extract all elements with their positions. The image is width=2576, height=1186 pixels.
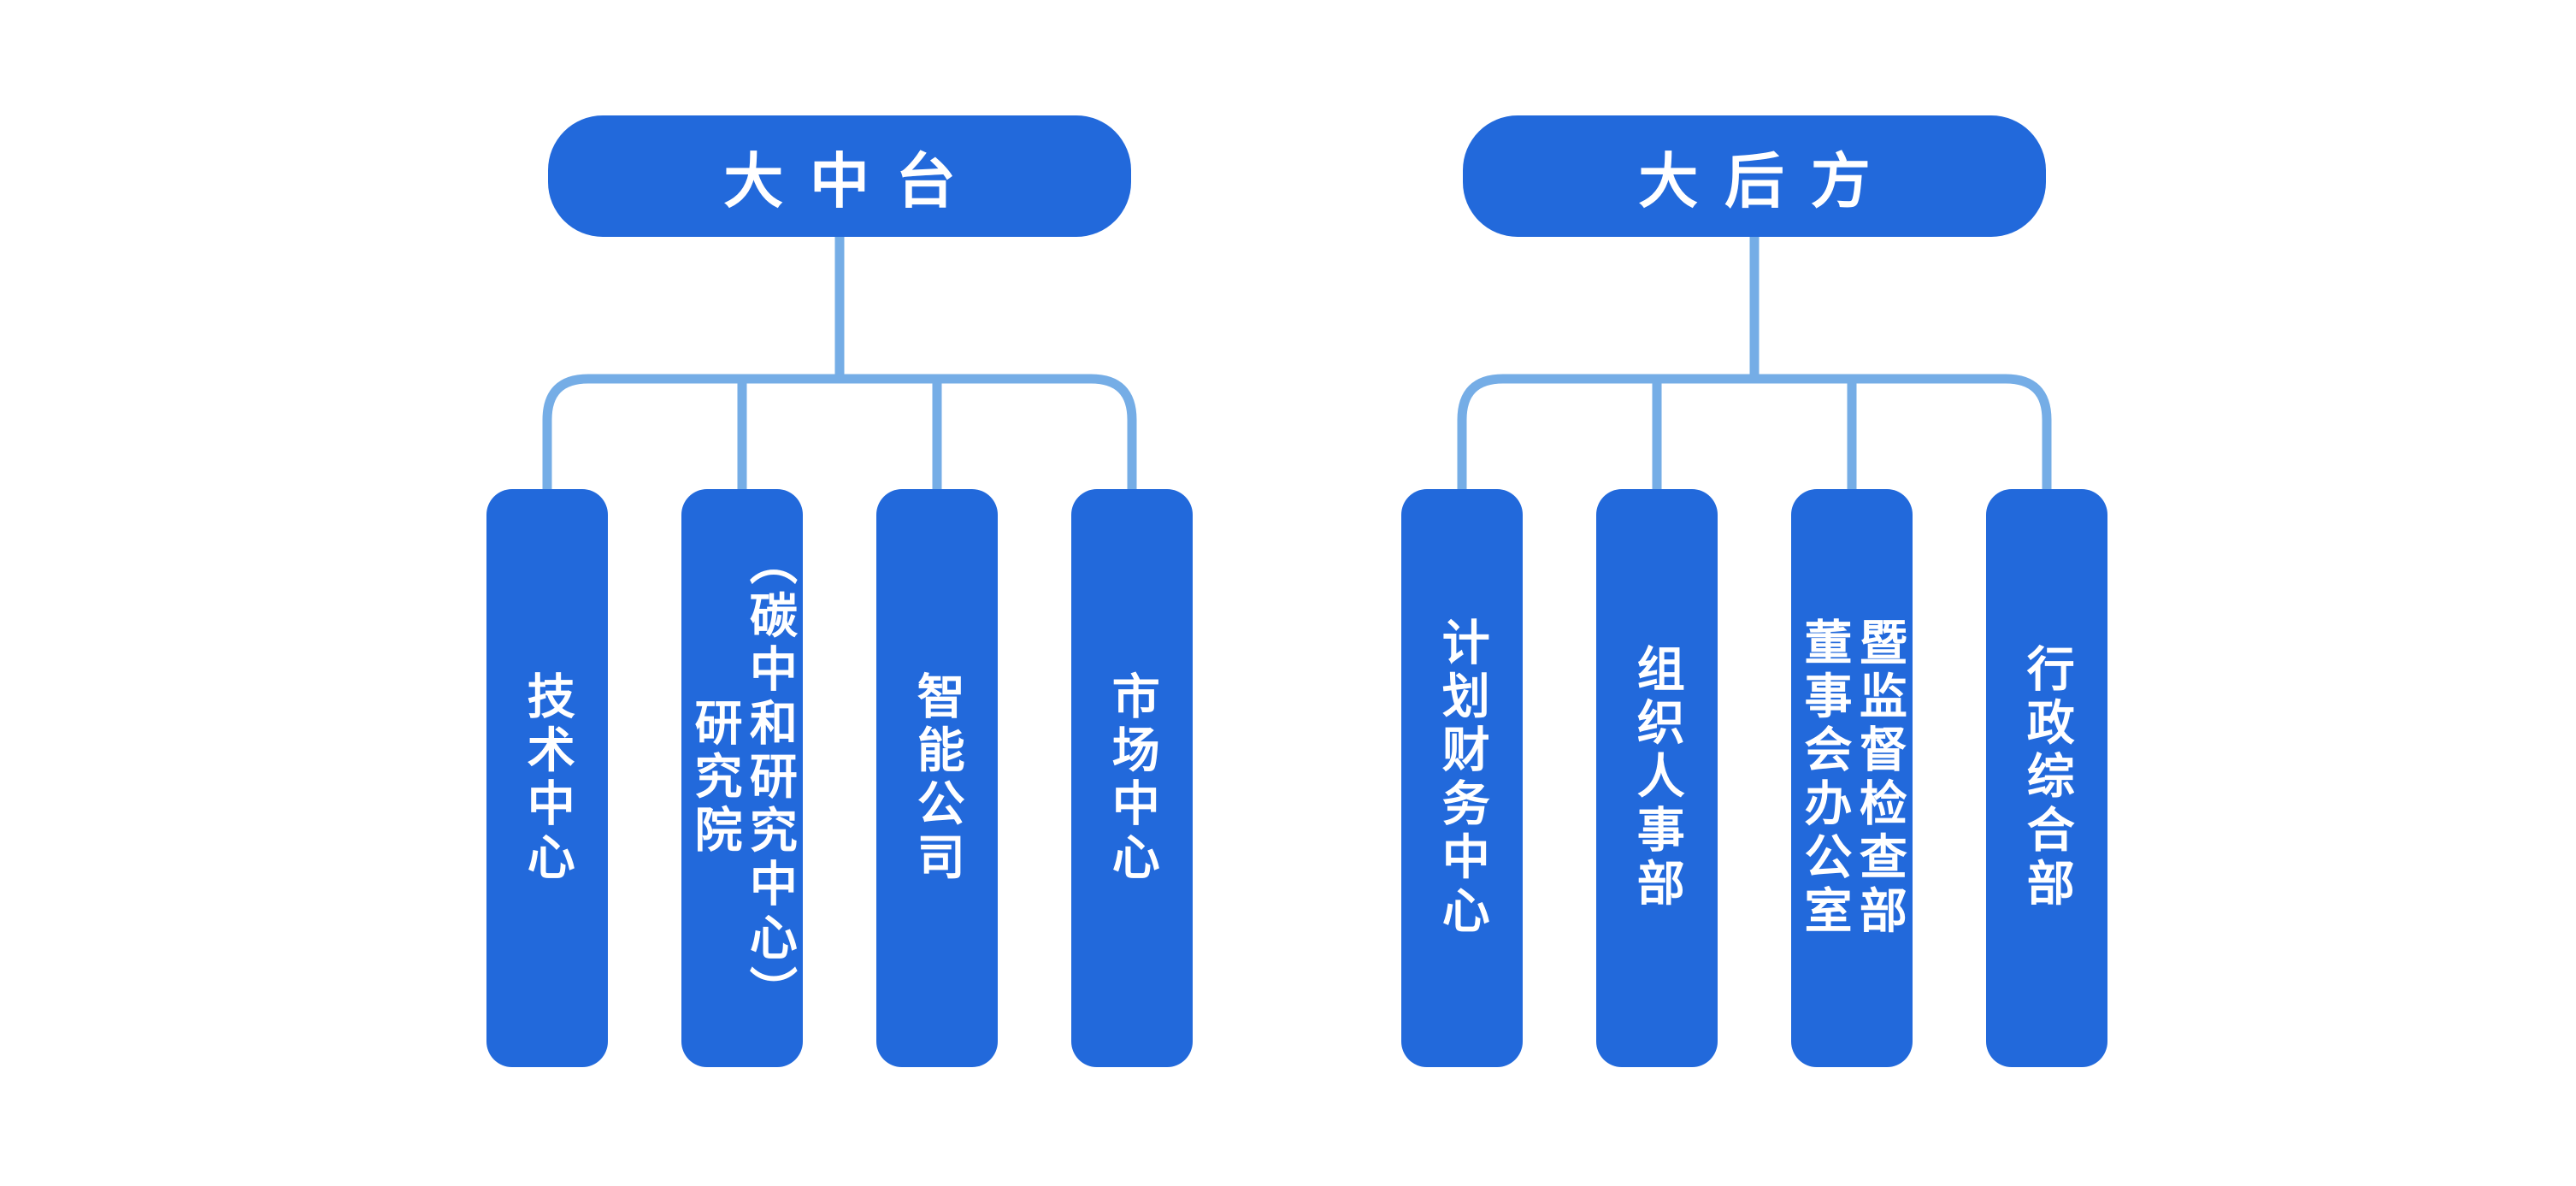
root-node-label: 大中台 — [723, 147, 982, 215]
connector-bus-rear-support — [1457, 374, 2052, 489]
child-node-org-personnel-dept[interactable]: 组织人事部 — [1596, 489, 1718, 1067]
root-node-middle-platform[interactable]: 大中台 — [548, 115, 1131, 237]
child-node-label: 智能公司 — [911, 670, 965, 886]
child-node-board-office-supervision-dept[interactable]: 董事会办公室 暨监督检查部 — [1791, 489, 1913, 1067]
child-node-label: 计划财务中心 — [1435, 617, 1490, 940]
child-node-label: 组织人事部 — [1630, 644, 1685, 912]
child-node-market-center[interactable]: 市场中心 — [1071, 489, 1193, 1067]
connector-drops-rear-support — [1652, 379, 1857, 489]
child-node-label: 行政综合部 — [2020, 644, 2075, 912]
child-node-research-institute[interactable]: 研究院 （碳中和研究中心） — [681, 489, 803, 1067]
child-node-label: 技术中心 — [521, 670, 575, 886]
child-node-planning-finance-center[interactable]: 计划财务中心 — [1401, 489, 1523, 1067]
child-node-tech-center[interactable]: 技术中心 — [486, 489, 608, 1067]
root-node-label: 大后方 — [1638, 147, 1897, 215]
connector-drops-middle-platform — [737, 379, 942, 489]
child-node-admin-general-dept[interactable]: 行政综合部 — [1986, 489, 2107, 1067]
child-node-label: 市场中心 — [1105, 670, 1160, 886]
child-node-label: 研究院 （碳中和研究中心） — [688, 536, 798, 1020]
child-node-label: 董事会办公室 暨监督检查部 — [1798, 617, 1907, 940]
connector-bus-middle-platform — [542, 374, 1137, 489]
root-node-rear-support[interactable]: 大后方 — [1463, 115, 2046, 237]
child-node-intelligence-company[interactable]: 智能公司 — [876, 489, 998, 1067]
